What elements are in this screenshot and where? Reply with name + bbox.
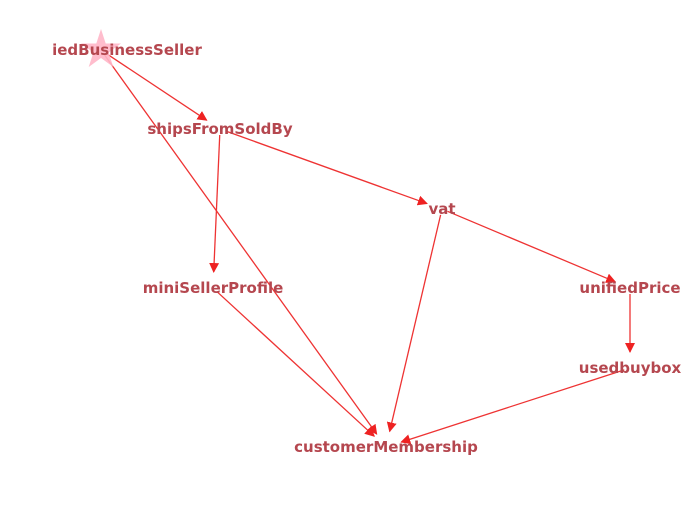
edge-shipsFromSoldBy-to-vat — [225, 130, 428, 206]
nodes: iedBusinessSeller shipsFromSoldBy vat miniS… — [52, 29, 682, 456]
edge-verifiedBusinessSeller-to-customerMembership — [103, 54, 378, 435]
edge-usedbuybox-to-customerMembership — [400, 369, 625, 445]
node-label-vat: vat — [428, 200, 455, 218]
node-label-miniSellerProfile: miniSellerProfile — [143, 279, 284, 297]
node-label-unifiedPrice: unifiedPrice — [579, 279, 680, 297]
edge-vat-to-customerMembership — [386, 214, 442, 433]
node-label-customerMembership: customerMembership — [294, 438, 478, 456]
edge-vat-to-unifiedPrice — [447, 210, 617, 283]
edge-shipsFromSoldBy-to-miniSellerProfile — [209, 134, 221, 274]
edge-verifiedBusinessSeller-to-shipsFromSoldBy — [105, 52, 208, 121]
star-icon — [81, 29, 121, 67]
edges — [103, 52, 635, 445]
node-label-shipsFromSoldBy: shipsFromSoldBy — [147, 120, 292, 138]
node-label-usedbuybox: usedbuybox — [579, 359, 682, 377]
node-label-verifiedBusinessSeller: iedBusinessSeller — [52, 41, 202, 59]
edge-miniSellerProfile-to-customerMembership — [216, 291, 375, 437]
